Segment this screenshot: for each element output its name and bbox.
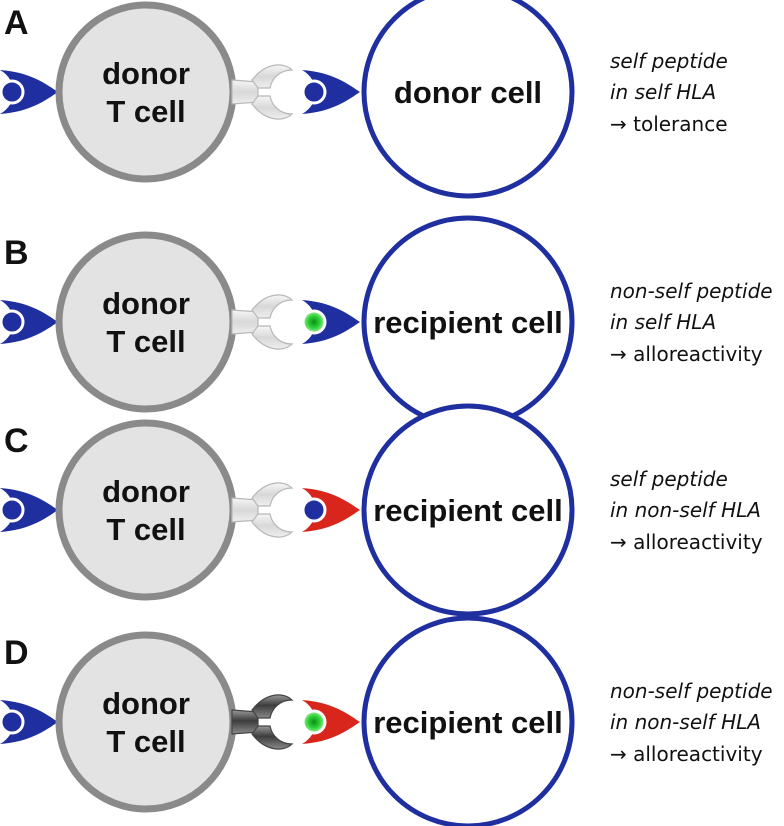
tcr-upper-prong	[251, 294, 294, 319]
target-cell	[361, 0, 575, 199]
target-cell-label: recipient cell	[373, 705, 563, 740]
tcr-icon	[231, 694, 294, 750]
donor-cell-label-line2: T cell	[106, 324, 185, 359]
caption-line-1: self peptide	[610, 467, 728, 491]
donor-cell-label-line1: donor	[102, 686, 190, 721]
donor-cell-label-line2: T cell	[106, 724, 185, 759]
caption-line-2: in self HLA	[610, 310, 716, 334]
donor-t-cell	[55, 631, 237, 813]
caption: non-self peptide in self HLA → alloreactiv…	[610, 279, 773, 366]
tcr-upper-prong	[251, 694, 294, 719]
donor-edge-peptide-icon	[0, 309, 25, 335]
donor-t-cell	[55, 419, 237, 601]
caption: self peptide in non-self HLA → alloreactiv…	[610, 467, 763, 554]
caption-line-1: self peptide	[610, 49, 728, 73]
nonself-peptide-icon	[301, 309, 327, 335]
tcr-icon	[231, 64, 294, 120]
tcr-icon	[231, 482, 294, 538]
caption-line-2: in non-self HLA	[610, 498, 761, 522]
donor-cell-label-line2: T cell	[106, 512, 185, 547]
tcr-lower-prong	[251, 513, 294, 538]
caption-line-2: in non-self HLA	[610, 710, 761, 734]
caption-line-1: non-self peptide	[610, 279, 773, 303]
caption-line-1: non-self peptide	[610, 679, 773, 703]
donor-cell-label-line2: T cell	[106, 94, 185, 129]
donor-t-cell	[55, 231, 237, 413]
tcr-icon	[231, 294, 294, 350]
panel-letter: B	[4, 234, 29, 272]
panel-letter: D	[4, 634, 29, 672]
donor-cell-label-line1: donor	[102, 56, 190, 91]
donor-t-cell	[55, 1, 237, 183]
caption-line-2: in self HLA	[610, 80, 716, 104]
tcr-lower-prong	[251, 325, 294, 350]
target-cell	[361, 403, 575, 617]
caption-line-3: → tolerance	[610, 112, 728, 136]
target-cell	[361, 615, 575, 826]
tcr-upper-prong	[251, 482, 294, 507]
donor-edge-peptide-icon	[0, 79, 25, 105]
tcr-lower-prong	[251, 95, 294, 120]
donor-cell-label-line1: donor	[102, 286, 190, 321]
donor-cell-label-line1: donor	[102, 474, 190, 509]
self-peptide-icon	[301, 79, 327, 105]
donor-edge-peptide-icon	[0, 497, 25, 523]
panel-letter: C	[4, 422, 29, 460]
tcr-upper-prong	[251, 64, 294, 89]
caption-line-3: → alloreactivity	[610, 342, 763, 366]
panel-letter: A	[4, 4, 29, 42]
target-cell-label: donor cell	[394, 75, 542, 110]
caption-line-3: → alloreactivity	[610, 742, 763, 766]
self-peptide-icon	[301, 497, 327, 523]
target-cell-label: recipient cell	[373, 305, 563, 340]
caption-line-3: → alloreactivity	[610, 530, 763, 554]
caption: self peptide in self HLA → tolerance	[610, 49, 728, 136]
tcr-lower-prong	[251, 725, 294, 750]
caption: non-self peptide in non-self HLA → allorea…	[610, 679, 773, 766]
target-cell-label: recipient cell	[373, 493, 563, 528]
donor-edge-peptide-icon	[0, 709, 25, 735]
nonself-peptide-icon	[301, 709, 327, 735]
